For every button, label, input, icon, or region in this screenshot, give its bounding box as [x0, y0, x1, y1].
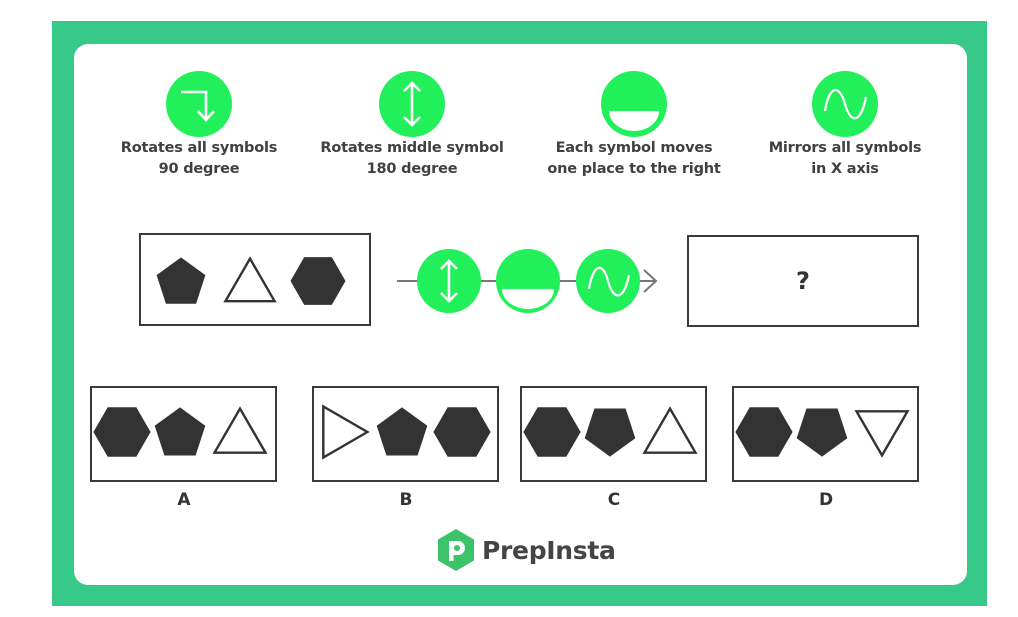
hexagon-shape: [93, 407, 151, 457]
triangle-shape: [642, 406, 698, 454]
hexagon-shape: [735, 407, 793, 457]
pentagon-shape: [584, 408, 636, 457]
answer-box[interactable]: ?: [687, 235, 919, 327]
pentagon-shape: [376, 407, 428, 456]
operator-label: Rotates middle symbol 180 degree: [320, 140, 504, 177]
option-shapes: [93, 406, 268, 457]
brand-name: PrepInsta: [482, 535, 616, 565]
option-label-c[interactable]: C: [607, 490, 621, 510]
input-symbols-box: [139, 233, 371, 326]
option-shapes: [322, 404, 491, 460]
input-shapes: [156, 256, 346, 305]
half-circle-icon: [496, 249, 560, 313]
prepinsta-logo: PrepInsta: [436, 528, 616, 572]
triangle-shape: [854, 410, 910, 458]
prepinsta-logo-icon: [438, 529, 474, 571]
option-shapes: [523, 406, 698, 457]
hexagon-shape: [523, 407, 581, 457]
question-mark: ?: [796, 267, 810, 295]
option-c[interactable]: [520, 386, 707, 482]
option-a[interactable]: [90, 386, 277, 482]
green-frame: Rotates all symbols 90 degree Rotates mi…: [52, 21, 987, 606]
option-label-a[interactable]: A: [177, 490, 191, 510]
chain-arrowhead-icon: [643, 269, 658, 293]
pentagon-shape: [796, 408, 848, 457]
hexagon-shape: [290, 257, 346, 305]
puzzle-card: Rotates all symbols 90 degree Rotates mi…: [74, 44, 967, 585]
turn-down-arrow-icon: [166, 71, 232, 137]
operator-label: Mirrors all symbols in X axis: [768, 140, 922, 177]
vertical-double-arrow-icon: [417, 249, 481, 313]
option-label-b[interactable]: B: [399, 490, 413, 510]
triangle-shape: [322, 404, 370, 460]
pentagon-shape: [154, 407, 206, 456]
option-d[interactable]: [732, 386, 919, 482]
option-label-d[interactable]: D: [818, 490, 834, 510]
sine-wave-icon: [576, 249, 640, 313]
half-circle-icon: [601, 71, 667, 137]
vertical-double-arrow-icon: [379, 71, 445, 137]
triangle-shape: [212, 406, 268, 454]
operator-label: Rotates all symbols 90 degree: [120, 140, 278, 177]
option-shapes: [735, 407, 910, 458]
operator-chain: [397, 249, 658, 313]
hexagon-shape: [433, 407, 491, 457]
option-b[interactable]: [312, 386, 499, 482]
sine-wave-icon: [812, 71, 878, 137]
pentagon-shape: [156, 257, 206, 304]
triangle-shape: [223, 256, 277, 303]
operator-label: Each symbol moves one place to the right: [547, 140, 721, 177]
